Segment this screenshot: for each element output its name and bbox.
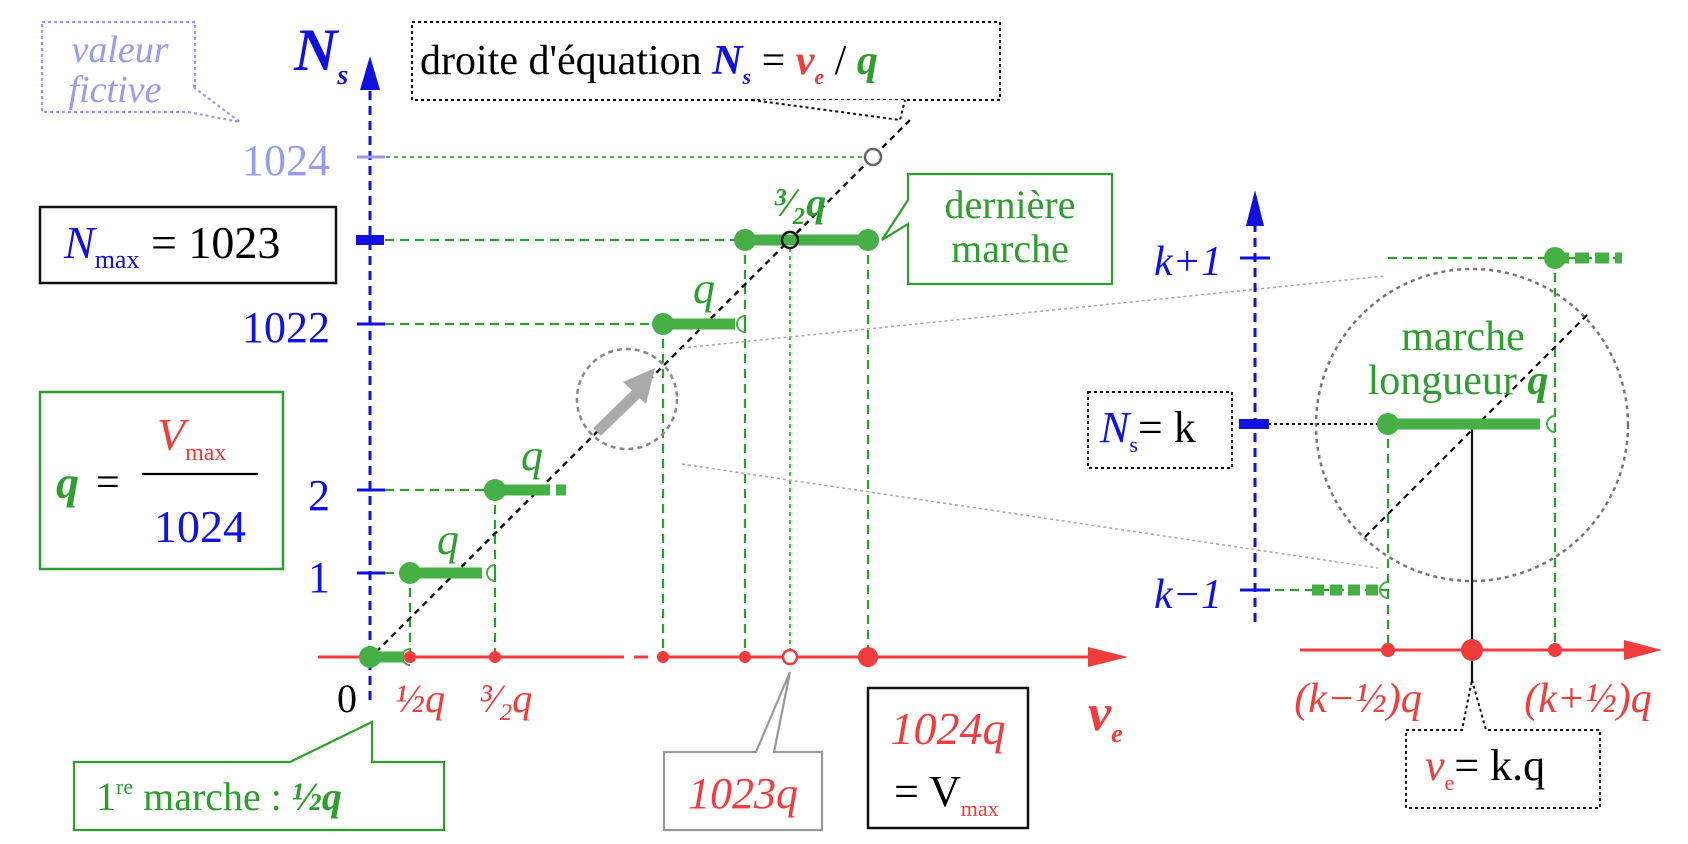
zoom-inset: k+1 k−1 Ns= k marche longueur q (k−½)q (…: [1087, 190, 1662, 809]
fictive-guide-lines: [370, 156, 873, 657]
step-1022: [652, 313, 746, 335]
derniere-line-1: dernière: [944, 182, 1075, 227]
q-formula-box: q = Vmax 1024: [38, 390, 285, 571]
droite-equation-text: droite d'équation Ns = ve / q: [420, 38, 878, 94]
zoom-ns-equals-k: Ns= k: [1099, 403, 1196, 457]
q-formula-den: 1024: [154, 501, 246, 552]
box-vmax-text: = Vmax: [894, 767, 999, 821]
first-step-callout: 1re marche : ½q: [72, 720, 446, 832]
valeur-fictive-callout: valeur fictive: [40, 20, 241, 124]
derniere-marche-callout: dernière marche: [881, 172, 1114, 286]
first-step-text: 1re marche : ½q: [96, 774, 342, 819]
box-1023q-text: 1023q: [688, 769, 798, 818]
x-tick-half-q: ½q: [395, 676, 445, 721]
zoom-left-x: (k−½)q: [1294, 676, 1421, 722]
step-1023: [734, 229, 879, 251]
droite-equation-callout: droite d'équation Ns = ve / q: [411, 21, 1001, 122]
nmax-box: Nmax = 1023: [38, 205, 338, 285]
zoom-lens: [575, 275, 1386, 569]
step-label-q-1: q: [437, 515, 459, 564]
y-axis-title: Ns: [293, 17, 348, 91]
q-formula-eq: =: [96, 460, 120, 506]
y-tick-1022: 1022: [242, 303, 330, 352]
x-axis: [318, 647, 1128, 667]
box-1024q-text: 1024q: [891, 703, 1006, 754]
box-1024q-vmax: 1024q = Vmax: [866, 686, 1030, 830]
zoom-longueur: longueur q: [1368, 358, 1549, 404]
y-tick-2: 2: [308, 471, 330, 520]
step-label-q-2: q: [521, 431, 543, 480]
y-tick-1024: 1024: [242, 136, 330, 185]
step-2: [484, 479, 572, 501]
steps: [359, 147, 883, 668]
x-axis-title: ve: [1088, 685, 1123, 748]
valeur-fictive-line-1: valeur: [71, 29, 168, 71]
step-1: [399, 562, 496, 584]
box-1023q: 1023q: [662, 671, 824, 832]
y-tick-1: 1: [308, 553, 330, 602]
zoom-right-x: (k+½)q: [1524, 676, 1651, 722]
nmax-text: Nmax = 1023: [63, 217, 280, 278]
step-label-q-1022: q: [693, 264, 715, 313]
origin-label: 0: [337, 676, 357, 721]
x-tick-three-half-q: ³⁄₂q: [480, 676, 533, 721]
derniere-line-2: marche: [951, 226, 1069, 271]
q-formula-num: Vmax: [157, 409, 226, 466]
zoom-marche: marche: [1401, 314, 1525, 360]
zoom-k-minus-1: k−1: [1154, 572, 1222, 618]
zoom-k-plus-1: k+1: [1154, 239, 1222, 285]
guide-lines: [370, 238, 870, 657]
zoom-ve-equals-kq: ve= k.q: [1425, 741, 1545, 795]
q-formula-lhs: q: [56, 457, 79, 508]
step-0: [359, 646, 411, 668]
valeur-fictive-line-2: fictive: [69, 69, 162, 111]
diagonal-line: [367, 117, 913, 661]
step-label-top: ³⁄₂q: [774, 180, 827, 225]
y-axis: [356, 56, 385, 700]
fictive-point: [863, 147, 883, 167]
